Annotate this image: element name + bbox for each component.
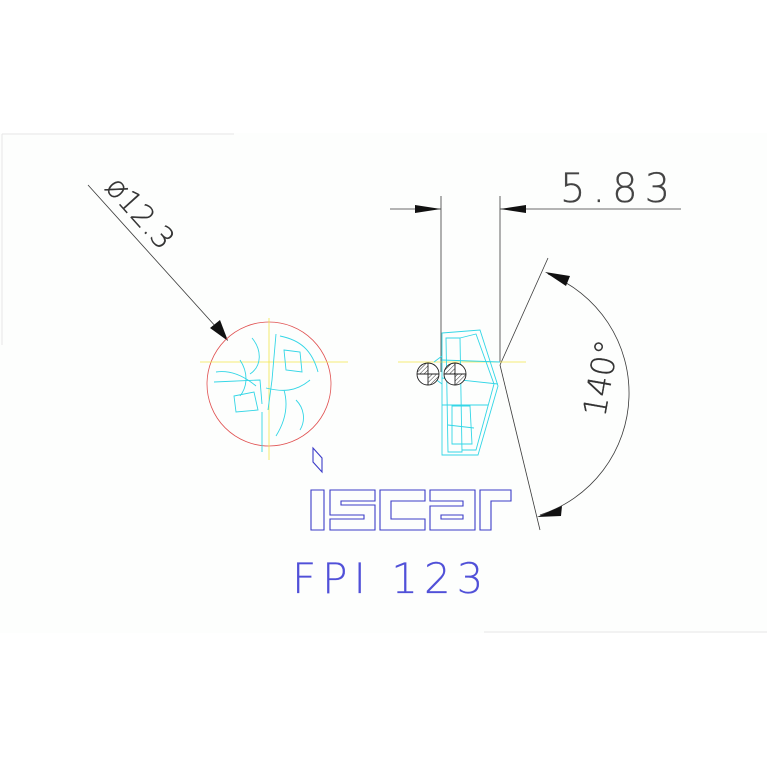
angle-arc: [539, 273, 630, 516]
side-view-profile: [433, 329, 501, 456]
angle-arrowhead-upper: [545, 272, 570, 286]
width-label: 5.83: [560, 166, 677, 212]
angle-extension-lower: [499, 364, 541, 531]
center-mark-symbol: [416, 362, 467, 386]
diameter-arrowhead: [210, 320, 228, 341]
angle-extension-upper: [499, 257, 549, 366]
product-label: FPI 123: [292, 554, 489, 603]
width-arrowhead-left: [415, 205, 441, 213]
diameter-leader-line: [87, 184, 227, 339]
sheet-background: [0, 133, 767, 633]
brand-logo: [310, 446, 512, 531]
end-view-flutes: [213, 333, 319, 452]
angle-arrowhead-lower: [537, 506, 562, 517]
width-arrowhead-right: [500, 205, 526, 213]
